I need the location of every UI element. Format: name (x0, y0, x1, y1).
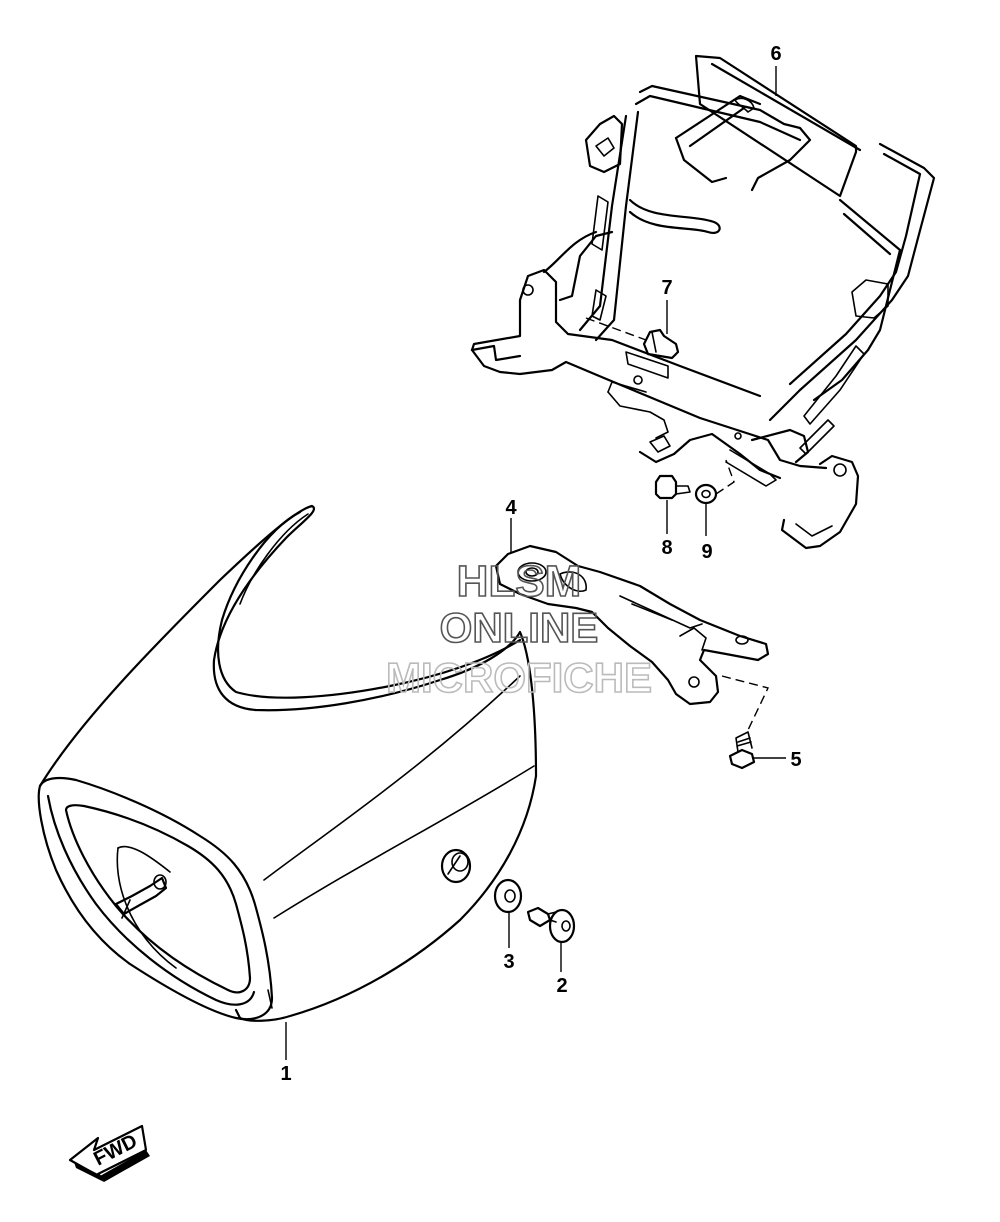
cowl-bracket-drawing (494, 544, 770, 731)
watermark-line-2: ONLINE (440, 604, 599, 651)
watermark-line-1: HLSM (457, 557, 582, 606)
part-label-7: 7 (661, 277, 672, 299)
part-label-4: 4 (505, 497, 517, 519)
bolt-drawing (728, 731, 756, 770)
part-label-6: 6 (770, 43, 781, 65)
part-label-9: 9 (701, 541, 712, 563)
watermark: HLSM ONLINE MICROFICHE (385, 556, 653, 702)
grommet-pin-drawing (585, 317, 680, 360)
leader-lines (285, 66, 786, 1060)
washer-drawing (493, 878, 523, 914)
bolt-small-drawing (654, 474, 691, 500)
part-label-8: 8 (661, 537, 672, 559)
part-number-labels: 6 7 8 9 4 5 3 2 1 (280, 43, 801, 1085)
headlight-cowl-drawing (37, 504, 538, 1022)
part-label-3: 3 (503, 951, 514, 973)
nut-drawing (694, 459, 735, 505)
screw-drawing (526, 906, 576, 944)
meter-bracket-frame-drawing (470, 54, 936, 550)
part-label-2: 2 (556, 975, 567, 997)
forward-direction-arrow: FWD (68, 1124, 150, 1182)
part-label-1: 1 (280, 1063, 291, 1085)
watermark-line-3: MICROFICHE (386, 654, 652, 701)
part-label-5: 5 (790, 749, 801, 771)
